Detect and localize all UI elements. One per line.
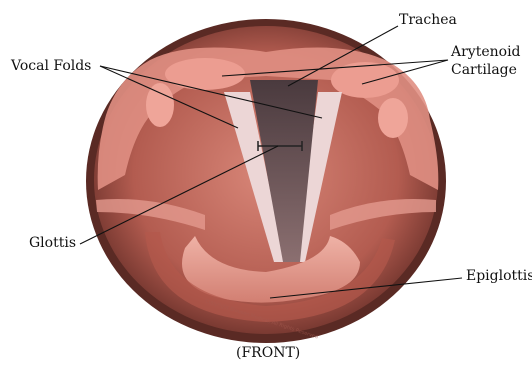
- glottis-label: Glottis: [29, 235, 76, 251]
- arytenoid-label-line1: Arytenoid: [451, 44, 521, 60]
- left-arytenoid: [165, 58, 245, 90]
- epiglottis-label: Epiglottis: [466, 268, 532, 284]
- front-label: (FRONT): [236, 345, 300, 361]
- arytenoid-label-line2: Cartilage: [451, 62, 517, 78]
- left-cuneiform: [146, 83, 174, 127]
- right-cuneiform: [378, 98, 408, 138]
- trachea-label: Trachea: [399, 12, 457, 28]
- vocal-folds-label: Vocal Folds: [11, 58, 91, 74]
